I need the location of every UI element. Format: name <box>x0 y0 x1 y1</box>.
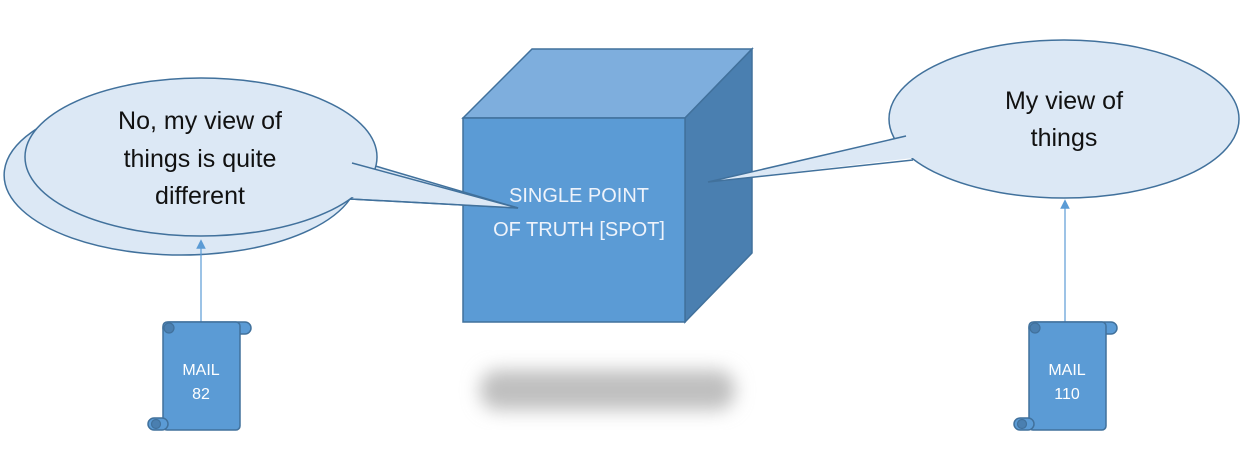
scroll-left-line2: 82 <box>192 386 210 403</box>
cube: SINGLE POINT OF TRUTH [SPOT] <box>461 47 754 324</box>
speech-bubble-left-line1: No, my view of <box>118 107 282 135</box>
speech-bubble-right-line1: My view of <box>1005 87 1123 115</box>
scroll-right-line1: MAIL <box>1048 362 1085 379</box>
speech-bubble-left-line3: different <box>155 182 245 210</box>
scroll-right: MAIL 110 <box>1013 321 1118 431</box>
speech-bubble-left-tail <box>349 162 519 209</box>
speech-bubble-right-ellipse <box>888 39 1240 199</box>
speech-bubble-left-ellipse <box>24 77 378 237</box>
scroll-left: MAIL 82 <box>147 321 252 431</box>
scroll-left-bottom-curl <box>150 418 162 430</box>
speech-bubble-left-line2: things is quite <box>124 145 277 173</box>
speech-bubble-right-line2: things <box>1031 124 1098 152</box>
cube-label-line1: SINGLE POINT <box>509 185 649 207</box>
speech-bubble-right: My view of things <box>707 39 1240 199</box>
scroll-right-line2: 110 <box>1054 386 1080 403</box>
scroll-right-body <box>1028 321 1107 431</box>
scroll-left-top-curl <box>163 322 175 334</box>
cube-label-line2: OF TRUTH [SPOT] <box>493 219 665 241</box>
cube-front-face <box>462 117 686 323</box>
speech-bubble-right-tail <box>707 135 914 183</box>
speech-bubble-left: No, my view of things is quite different <box>3 77 519 256</box>
scroll-left-line1: MAIL <box>182 362 219 379</box>
scroll-right-top-curl <box>1029 322 1041 334</box>
scroll-left-body <box>162 321 241 431</box>
scroll-right-bottom-curl <box>1016 418 1028 430</box>
cube-shadow <box>480 370 735 410</box>
